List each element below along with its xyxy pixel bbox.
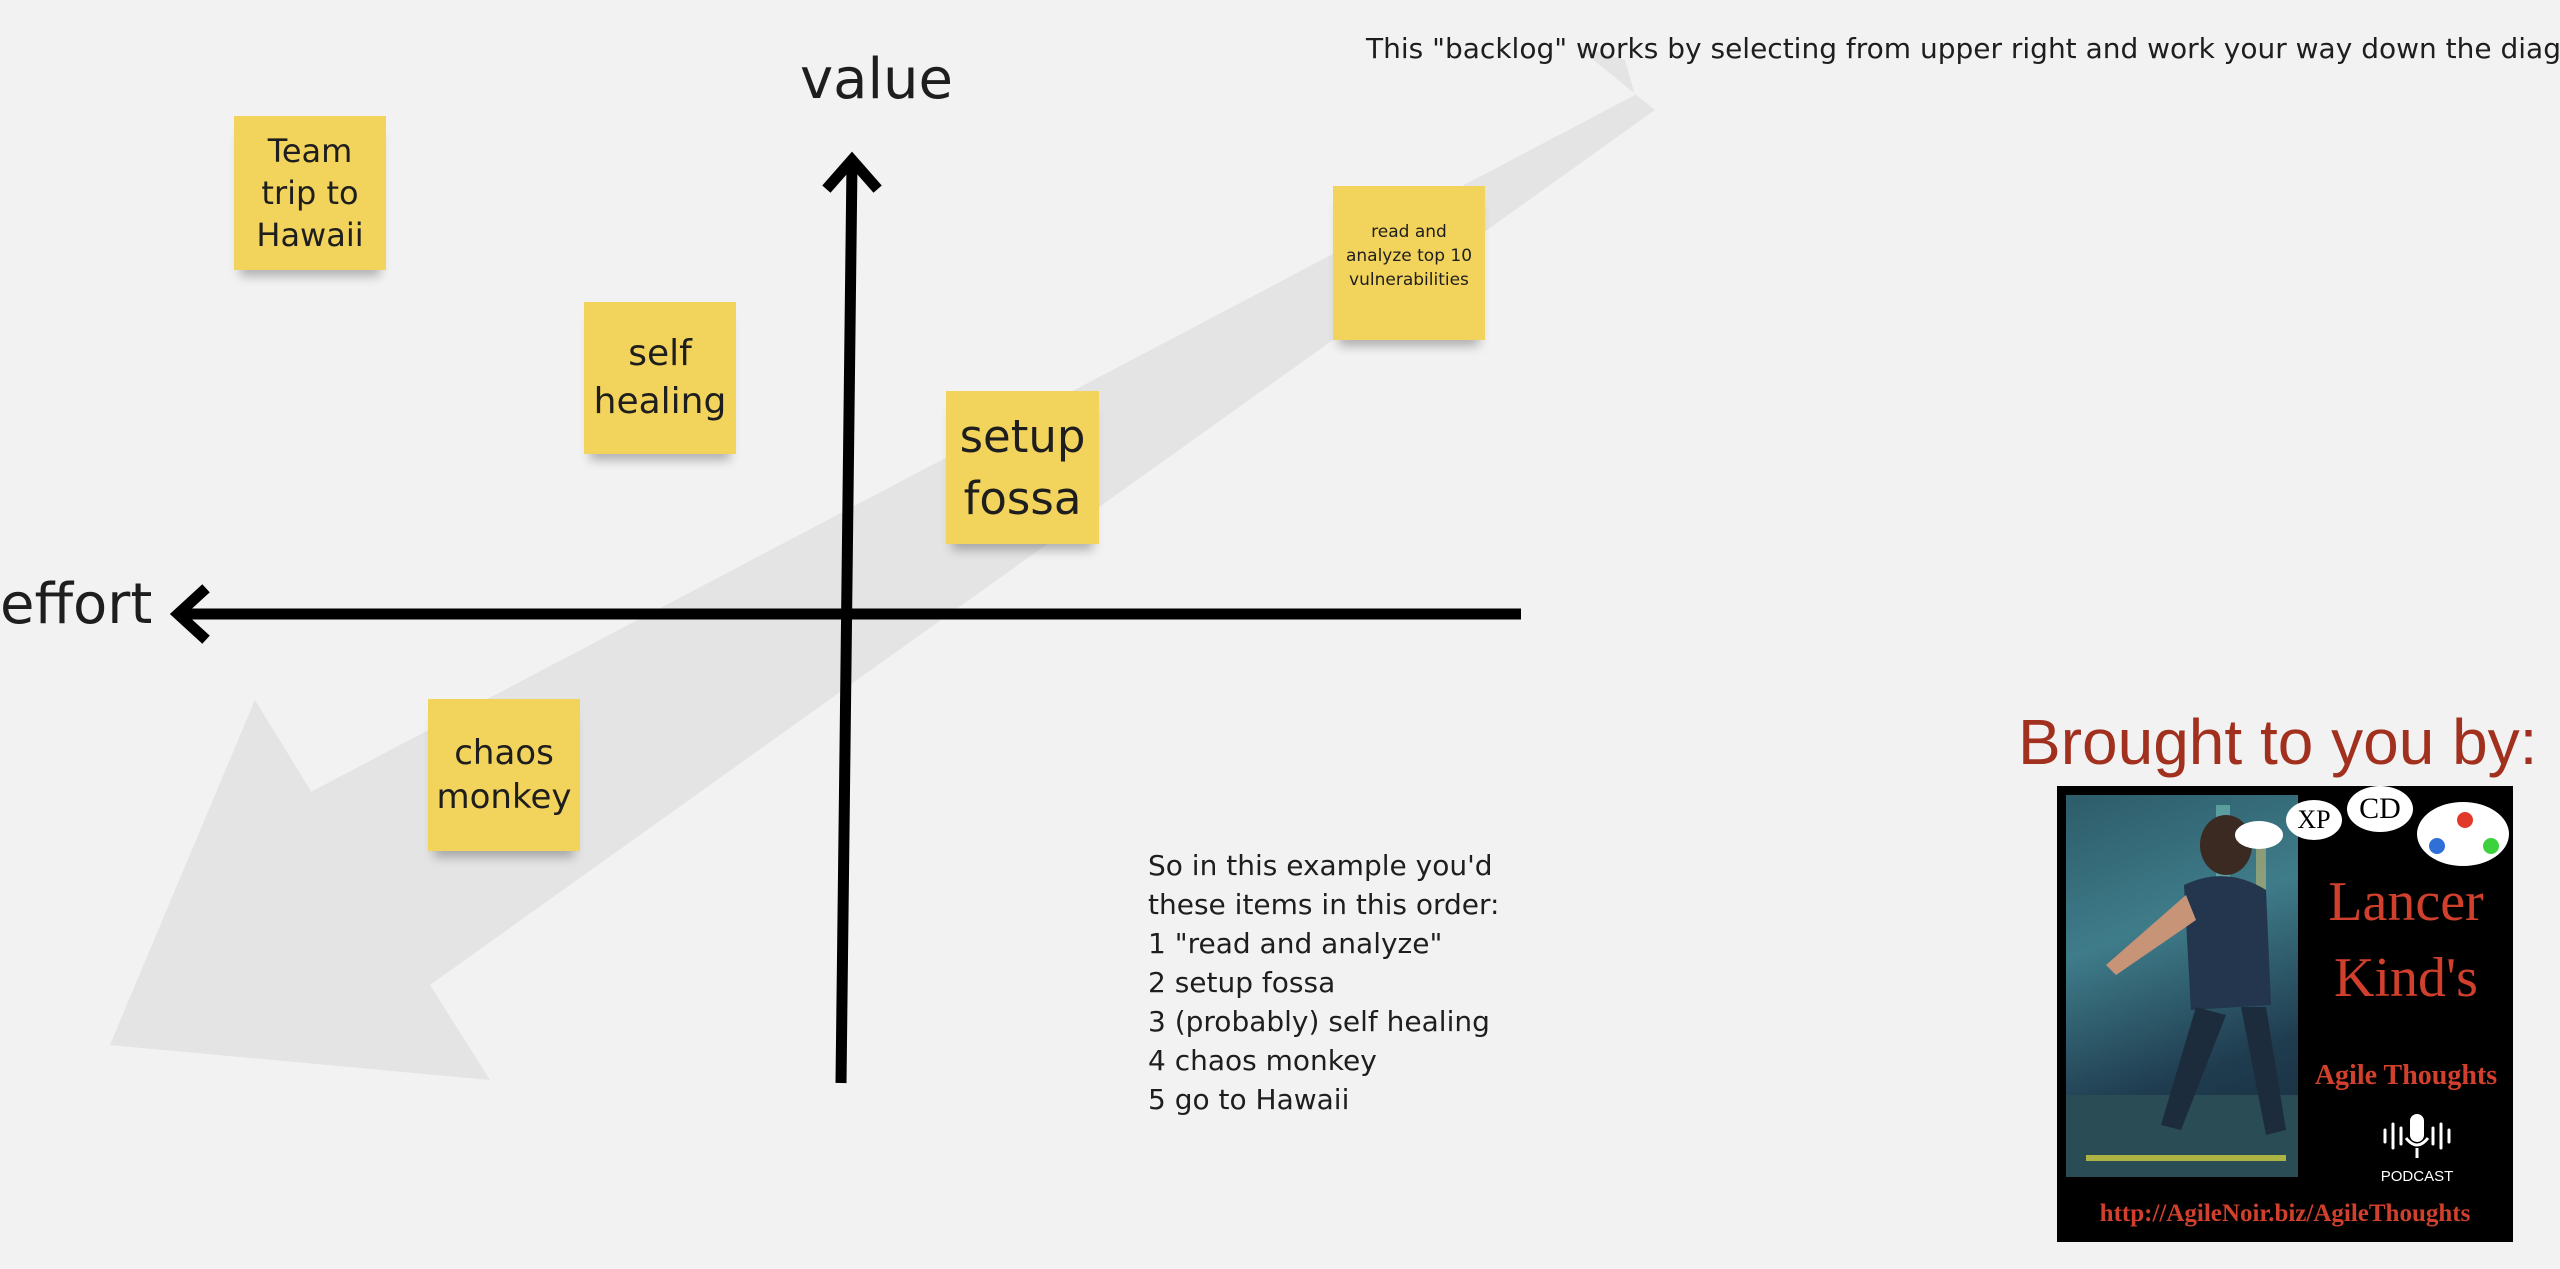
node-dot-blue bbox=[2429, 838, 2445, 854]
order-intro-line: these items in this order: bbox=[1148, 888, 1500, 921]
intro-text: This "backlog" works by selecting from u… bbox=[1366, 32, 2560, 65]
sticky-text-line: self bbox=[628, 333, 692, 374]
sticky-text-line: monkey bbox=[436, 777, 572, 817]
diagonal-priority-arrow-head bbox=[110, 700, 485, 1078]
sticky-text-line: analyze top 10 bbox=[1345, 246, 1473, 266]
value-axis-line bbox=[835, 162, 858, 1084]
microphone-icon bbox=[2383, 1114, 2451, 1158]
sticky-note-setup-fossa[interactable]: setup fossa bbox=[946, 391, 1099, 544]
poster-artwork bbox=[2066, 795, 2298, 1177]
order-item: 5 go to Hawaii bbox=[1148, 1083, 1350, 1116]
poster-figure-illustration bbox=[2066, 805, 2298, 1177]
order-item: 3 (probably) self healing bbox=[1148, 1005, 1490, 1038]
order-item: 2 setup fossa bbox=[1148, 966, 1336, 999]
podcast-poster[interactable]: XP CD Lancer Kind's Agile Thoughts PODCA… bbox=[2057, 786, 2513, 1242]
sticky-note-vulnerabilities[interactable]: read and analyze top 10 vulnerabilities bbox=[1333, 186, 1485, 340]
order-intro-line: So in this example you'd bbox=[1148, 849, 1493, 882]
podcast-label: PODCAST bbox=[2380, 1168, 2454, 1185]
brought-to-you-heading: Brought to you by: bbox=[2018, 706, 2538, 778]
sticky-note-chaos-monkey[interactable]: chaos monkey bbox=[428, 699, 580, 851]
effort-axis-arrowhead bbox=[169, 584, 210, 644]
sticky-text-line: vulnerabilities bbox=[1349, 270, 1469, 290]
cloud-network bbox=[2417, 802, 2509, 866]
node-dot-green bbox=[2483, 838, 2499, 854]
cloud-xp-label: XP bbox=[2297, 805, 2331, 834]
cloud-cd-label: CD bbox=[2359, 792, 2401, 825]
sticky-text-line: trip to bbox=[261, 174, 359, 212]
sticky-text-line: Hawaii bbox=[256, 216, 364, 254]
value-axis-arrowhead bbox=[822, 151, 882, 193]
order-explanation: So in this example you'd these items in … bbox=[1148, 846, 1499, 1119]
effort-axis-label: effort bbox=[0, 572, 153, 637]
order-item: 4 chaos monkey bbox=[1148, 1044, 1377, 1077]
value-axis-label: value bbox=[800, 47, 953, 112]
order-item: 1 "read and analyze" bbox=[1148, 927, 1443, 960]
cloud-xp: XP bbox=[2286, 800, 2342, 840]
node-dot-red bbox=[2457, 812, 2473, 828]
cloud-dots bbox=[2235, 821, 2283, 849]
cloud-cd: CD bbox=[2347, 786, 2413, 832]
poster-name-line2: Kind's bbox=[2334, 947, 2478, 1009]
sticky-text-line: healing bbox=[593, 381, 727, 422]
sticky-note-team-trip[interactable]: Team trip to Hawaii bbox=[234, 116, 386, 270]
sticky-text-line: read and bbox=[1371, 222, 1447, 242]
poster-url[interactable]: http://AgileNoir.biz/AgileThoughts bbox=[2099, 1200, 2471, 1227]
poster-name-line1: Lancer bbox=[2328, 871, 2484, 933]
poster-show-title: Agile Thoughts bbox=[2314, 1060, 2498, 1091]
sticky-text-line: setup bbox=[959, 409, 1086, 463]
sticky-text-line: Team bbox=[267, 132, 353, 170]
sticky-text-line: fossa bbox=[963, 471, 1082, 525]
sticky-text-line: chaos bbox=[454, 733, 554, 773]
sticky-note-self-healing[interactable]: self healing bbox=[584, 302, 736, 454]
